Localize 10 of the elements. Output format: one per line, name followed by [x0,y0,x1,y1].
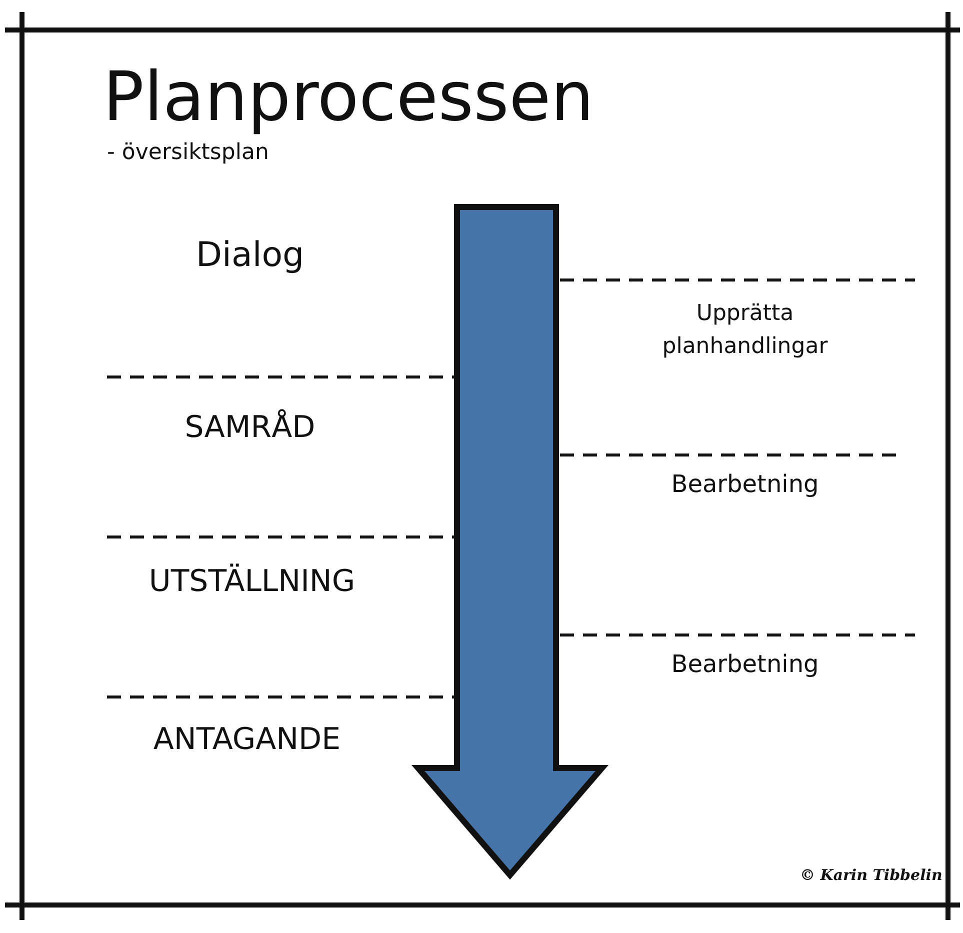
stage-label: UTSTÄLLNING [148,564,356,599]
copyright-note: © Karin Tibbelin [800,866,942,884]
subtitle: - översiktsplan [107,140,269,165]
stage-label: Dialog [196,235,304,275]
stage-label: Bearbetning [671,650,819,678]
stage-label: Bearbetning [671,470,819,498]
stage-label: Upprätta planhandlingar [661,300,829,361]
stage-label: SAMRÅD [184,410,316,445]
title: Planprocessen [103,58,594,137]
stage-label: ANTAGANDE [153,722,341,757]
